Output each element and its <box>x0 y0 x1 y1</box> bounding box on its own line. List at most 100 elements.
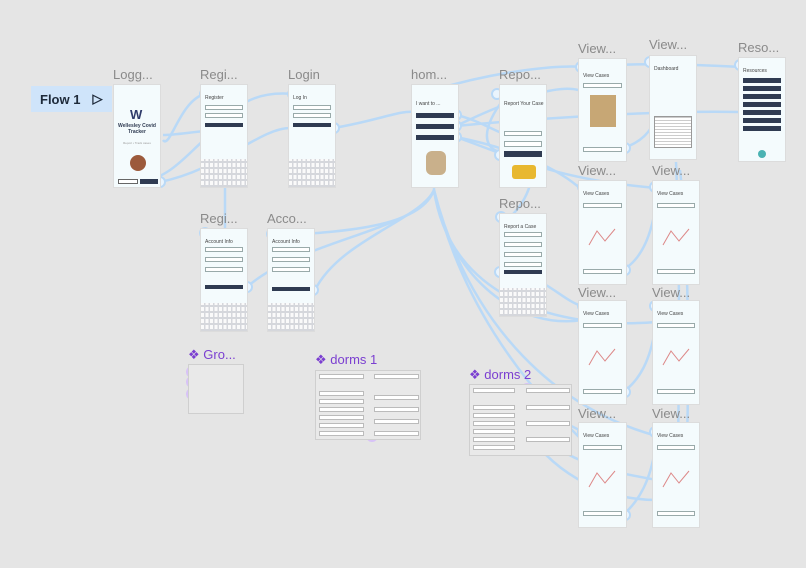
frame-label-view3[interactable]: View... <box>578 163 617 178</box>
frame-label-view5[interactable]: View... <box>578 285 617 300</box>
component-label-group[interactable]: ❖ Gro... <box>188 347 236 363</box>
frame-label-dashboard[interactable]: View... <box>649 37 688 52</box>
frame-label-register2[interactable]: Regi... <box>200 211 238 226</box>
frame-label-login[interactable]: Login <box>288 67 320 82</box>
report-field[interactable] <box>504 131 542 136</box>
dorm-dropdown[interactable] <box>473 437 515 442</box>
resource-link[interactable] <box>743 78 781 83</box>
dorm-dropdown[interactable] <box>526 437 570 442</box>
frame-account-info[interactable]: Account Info <box>267 228 315 332</box>
name-field[interactable] <box>504 232 542 237</box>
login-button[interactable] <box>140 179 158 184</box>
frame-label-report[interactable]: Repo... <box>499 67 541 82</box>
resource-link[interactable] <box>743 118 781 123</box>
dorm-dropdown[interactable] <box>319 399 364 404</box>
dorm-select[interactable] <box>583 203 622 208</box>
frame-label-view1[interactable]: View... <box>578 41 617 56</box>
frame-label-view8[interactable]: View... <box>652 406 691 421</box>
frame-label-view7[interactable]: View... <box>578 406 617 421</box>
back-button[interactable] <box>657 269 695 274</box>
resource-link[interactable] <box>743 126 781 131</box>
back-button[interactable] <box>657 511 695 516</box>
component-dorms2[interactable] <box>469 384 572 456</box>
frame-logged-out[interactable]: W Wellesley Covid Tracker Report • Track… <box>113 84 161 188</box>
resource-link[interactable] <box>743 110 781 115</box>
class-field[interactable] <box>205 257 243 262</box>
dorm-dropdown[interactable] <box>374 419 419 424</box>
sign-up-button[interactable] <box>205 285 243 289</box>
dorm-dropdown[interactable] <box>473 421 515 426</box>
dorm-dropdown[interactable] <box>374 431 419 436</box>
flow-start-tag[interactable]: Flow 1▷ <box>31 86 112 112</box>
frame-view-cases-4[interactable]: View Cases <box>652 180 700 285</box>
dorm-select[interactable] <box>583 83 622 88</box>
frame-resources[interactable]: Resources <box>738 57 786 162</box>
save-button[interactable] <box>272 287 310 291</box>
frame-view-cases-6[interactable]: View Cases <box>652 300 700 405</box>
password-field[interactable] <box>205 113 243 118</box>
dorm-dropdown[interactable] <box>319 391 364 396</box>
email-field[interactable] <box>205 105 243 110</box>
frame-label-resources[interactable]: Reso... <box>738 40 780 55</box>
dorm-select[interactable] <box>657 203 695 208</box>
password-field[interactable] <box>293 113 331 118</box>
component-label-dorms1[interactable]: ❖ dorms 1 <box>315 352 377 368</box>
dorm-dropdown[interactable] <box>473 429 515 434</box>
frame-dashboard[interactable]: Dashboard <box>649 55 697 160</box>
dorm-dropdown[interactable] <box>319 423 364 428</box>
register-button[interactable] <box>205 123 243 127</box>
frame-label-home[interactable]: hom... <box>411 67 448 82</box>
name-field[interactable] <box>205 247 243 252</box>
component-label-dorms2[interactable]: ❖ dorms 2 <box>469 367 531 383</box>
frame-register-account-info[interactable]: Account Info <box>200 228 248 332</box>
frame-label-register[interactable]: Regi... <box>200 67 238 82</box>
frame-view-cases-7[interactable]: View Cases <box>578 422 627 528</box>
frame-login[interactable]: Log In <box>288 84 336 188</box>
report-submit-button[interactable] <box>504 141 542 147</box>
frame-home[interactable]: I want to ... <box>411 84 459 188</box>
frame-label-view4[interactable]: View... <box>652 163 691 178</box>
frame-view-cases-8[interactable]: View Cases <box>652 422 700 528</box>
dorm-dropdown[interactable] <box>374 374 419 379</box>
dorm-select[interactable] <box>205 267 243 272</box>
date-field[interactable] <box>504 242 542 247</box>
signup-button[interactable] <box>118 179 138 184</box>
dorm-dropdown[interactable] <box>473 445 515 450</box>
dorm-dropdown[interactable] <box>374 407 419 412</box>
dorm-dropdown[interactable] <box>526 421 570 426</box>
frame-label-logged-out[interactable]: Logg... <box>113 67 153 82</box>
resource-link[interactable] <box>743 94 781 99</box>
component-group[interactable] <box>188 364 244 414</box>
dorm-dropdown[interactable] <box>473 405 515 410</box>
frame-label-report2[interactable]: Repo... <box>499 196 541 211</box>
resource-link[interactable] <box>743 102 781 107</box>
back-button[interactable] <box>657 389 695 394</box>
back-button[interactable] <box>583 269 622 274</box>
frame-register[interactable]: Register <box>200 84 248 188</box>
frame-view-cases-5[interactable]: View Cases <box>578 300 627 405</box>
name-field[interactable] <box>272 247 310 252</box>
component-dorms1[interactable] <box>315 370 421 440</box>
dorm-dropdown[interactable] <box>319 407 364 412</box>
frame-report[interactable]: Report Your Case <box>499 84 547 188</box>
back-button[interactable] <box>583 511 622 516</box>
frame-report-case[interactable]: Report a Case <box>499 213 547 317</box>
login-submit-button[interactable] <box>293 123 331 127</box>
report-case-button[interactable] <box>416 113 454 118</box>
dorm-select[interactable] <box>583 323 622 328</box>
back-button[interactable] <box>583 389 622 394</box>
resources-button[interactable] <box>416 135 454 140</box>
dorm-dropdown[interactable] <box>319 374 364 379</box>
dorm-select[interactable] <box>583 445 622 450</box>
resource-link[interactable] <box>743 86 781 91</box>
dorm-select[interactable] <box>657 445 695 450</box>
dashboard-button[interactable] <box>583 147 622 152</box>
frame-view-cases-3[interactable]: View Cases <box>578 180 627 285</box>
class-field[interactable] <box>272 257 310 262</box>
dorm-select[interactable] <box>272 267 310 272</box>
play-icon[interactable]: ▷ <box>92 91 103 106</box>
dorm-dropdown[interactable] <box>319 431 364 436</box>
view-cases-button[interactable] <box>416 124 454 129</box>
dorm-dropdown[interactable] <box>374 395 419 400</box>
dorm-select[interactable] <box>657 323 695 328</box>
